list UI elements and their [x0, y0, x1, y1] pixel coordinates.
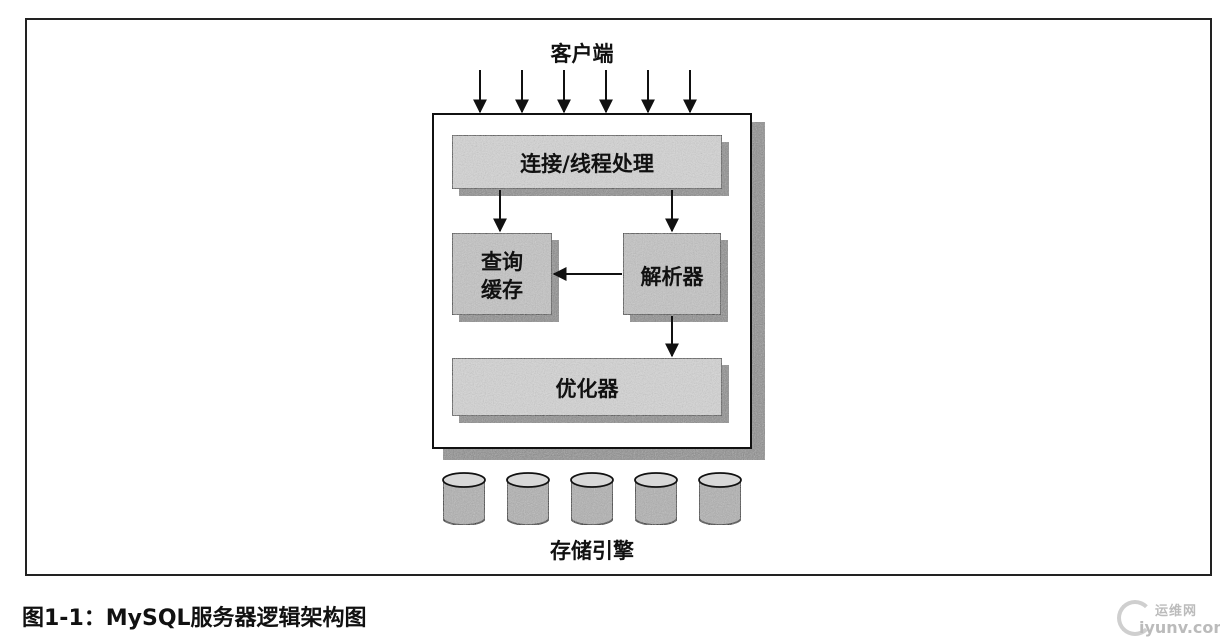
storage-engines: [442, 472, 742, 526]
optimizer-label: 优化器: [555, 377, 619, 401]
parser-label: 解析器: [640, 265, 704, 289]
watermark-en: iyunv.com: [1139, 618, 1220, 637]
storage-engine-label: 存储引擎: [550, 539, 634, 563]
watermark-logo-icon: [1117, 600, 1153, 636]
figure-frame: [25, 18, 1212, 576]
query-cache-label-line1: 查询: [481, 250, 523, 274]
watermark-cn: 运维网: [1155, 604, 1198, 619]
watermark: 运维网 iyunv.com: [1117, 598, 1220, 640]
storage-cylinder: [570, 472, 614, 526]
connection-box: [451, 134, 723, 190]
storage-cylinder: [698, 472, 742, 526]
client-label: 客户端: [550, 42, 614, 66]
optimizer-box: [451, 357, 723, 417]
parser-box: [622, 232, 722, 316]
query-cache-label-line2: 缓存: [481, 278, 523, 302]
storage-cylinder: [506, 472, 550, 526]
storage-cylinder: [442, 472, 486, 526]
client-arrows: [473, 70, 697, 114]
connection-thread-label: 连接/线程处理: [520, 152, 654, 176]
figure-caption: 图1-1：MySQL服务器逻辑架构图: [22, 606, 367, 631]
storage-cylinder: [634, 472, 678, 526]
query-cache-label: 查询 缓存: [452, 248, 552, 304]
query-cache-box: [451, 232, 553, 316]
